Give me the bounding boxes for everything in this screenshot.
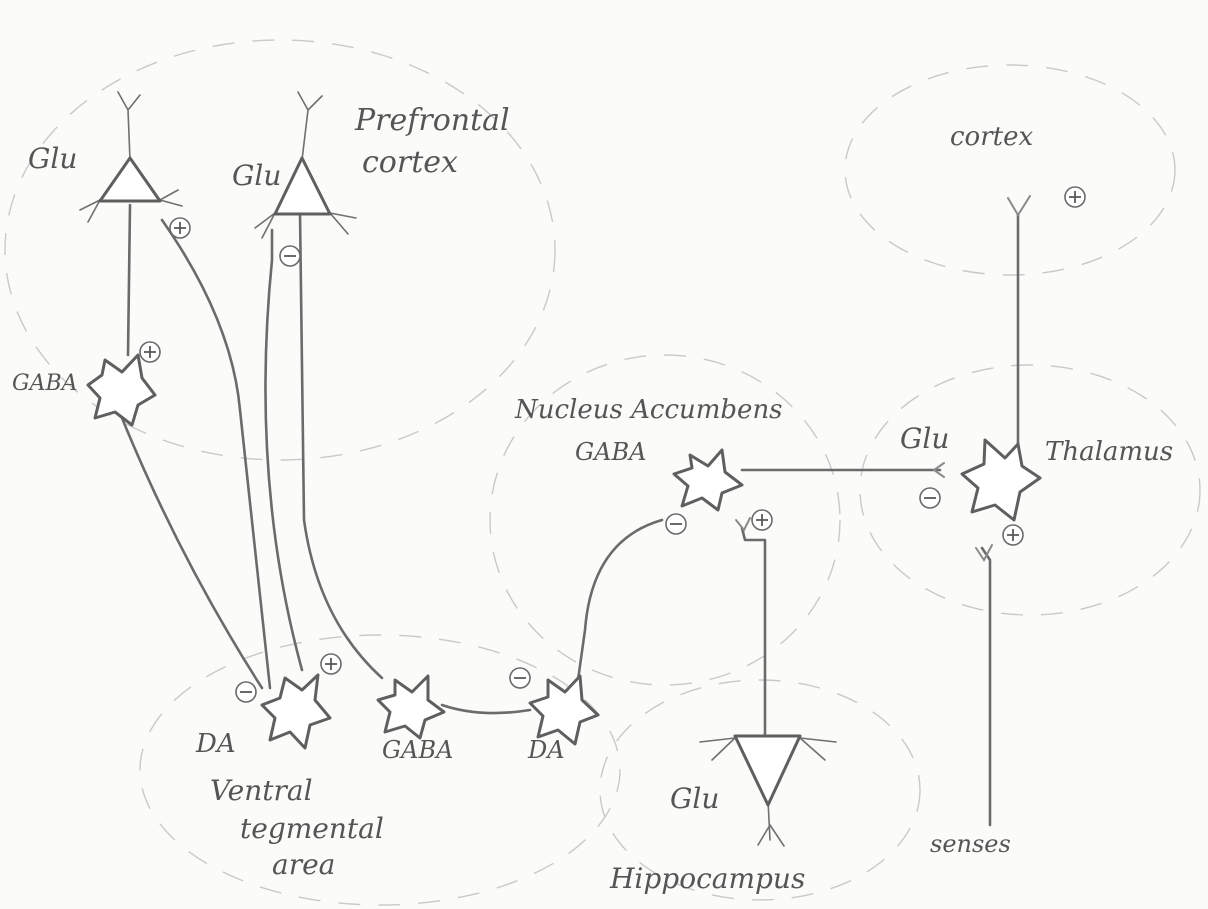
hippocampus-label: Hippocampus	[609, 862, 805, 895]
cortex-region-outline	[845, 65, 1175, 275]
prefrontal-cortex-label-line-2: cortex	[362, 145, 458, 180]
senses-label: senses	[930, 830, 1011, 858]
plus-sign-vta-da	[321, 654, 341, 674]
thalamus-region-outline	[860, 365, 1200, 615]
pfc-glu1-to-gaba-axon	[128, 205, 130, 355]
pfc-glu1-label: Glu	[28, 142, 77, 175]
pfc-glu2-label: Glu	[232, 159, 281, 192]
vta-gaba-to-da2-axon	[442, 705, 530, 713]
hippo-glu-label: Glu	[670, 782, 719, 815]
hippo-to-nacc-axon	[742, 528, 765, 735]
cortex-synapse-fork	[1008, 196, 1030, 215]
nacc-gaba-label: GABA	[575, 438, 646, 466]
pfc-glu2-to-vta-da-axon	[265, 230, 302, 670]
minus-sign-thalamus	[920, 488, 940, 508]
plus-sign-pfc-gaba	[140, 342, 160, 362]
vta-da-soma	[262, 675, 330, 748]
pfc-gaba-label: GABA	[12, 371, 78, 396]
minus-sign-da2	[510, 668, 530, 688]
hippocampus-glu-neuron	[700, 736, 836, 846]
thalamus-glu-label: Glu	[900, 422, 949, 455]
cortex-label: cortex	[950, 122, 1033, 152]
pfc-glu1-soma	[100, 158, 160, 201]
vta-gaba-label: GABA	[382, 736, 453, 764]
vta-region-label-line-1: Ventral	[210, 774, 313, 807]
nucleus-accumbens-label: Nucleus Accumbens	[514, 395, 783, 425]
pfc-glu2-soma	[275, 158, 330, 214]
senses-to-thalamus-axon	[982, 548, 990, 825]
minus-sign-vta-da	[236, 682, 256, 702]
vta-region-label-line-3: area	[272, 848, 335, 881]
prefrontal-cortex-label: Prefrontal cortex	[354, 103, 519, 180]
plus-sign-thalamus	[1003, 525, 1023, 545]
vta-gaba-soma	[378, 676, 444, 738]
plus-sign-nacc	[752, 510, 772, 530]
plus-sign-cortex	[1065, 187, 1085, 207]
vta-region-label-line-2: tegmental	[240, 812, 384, 845]
minus-sign-nacc	[666, 514, 686, 534]
pfc-glu2-to-vta-gaba-axon	[300, 213, 382, 678]
vta-da-label: DA	[195, 729, 236, 759]
pfc-glu-neuron-1	[80, 92, 182, 222]
da2-soma	[530, 676, 598, 744]
prefrontal-cortex-label-line-1: Prefrontal	[354, 103, 510, 138]
plus-sign-pfc-glu1	[170, 218, 190, 238]
nacc-gaba-soma	[674, 450, 742, 510]
da2-label: DA	[527, 736, 565, 764]
minus-sign-pfc-glu2	[280, 246, 300, 266]
hippo-glu-soma	[735, 736, 800, 805]
pfc-gaba-soma	[88, 355, 155, 425]
vta-region-label: Ventral tegmental area	[210, 774, 393, 881]
thalamus-label: Thalamus	[1045, 437, 1173, 467]
thalamus-glu-soma	[962, 440, 1040, 520]
hippo-input-synapse-fork	[736, 518, 750, 530]
nacc-gaba-to-da2-axon	[578, 520, 662, 680]
